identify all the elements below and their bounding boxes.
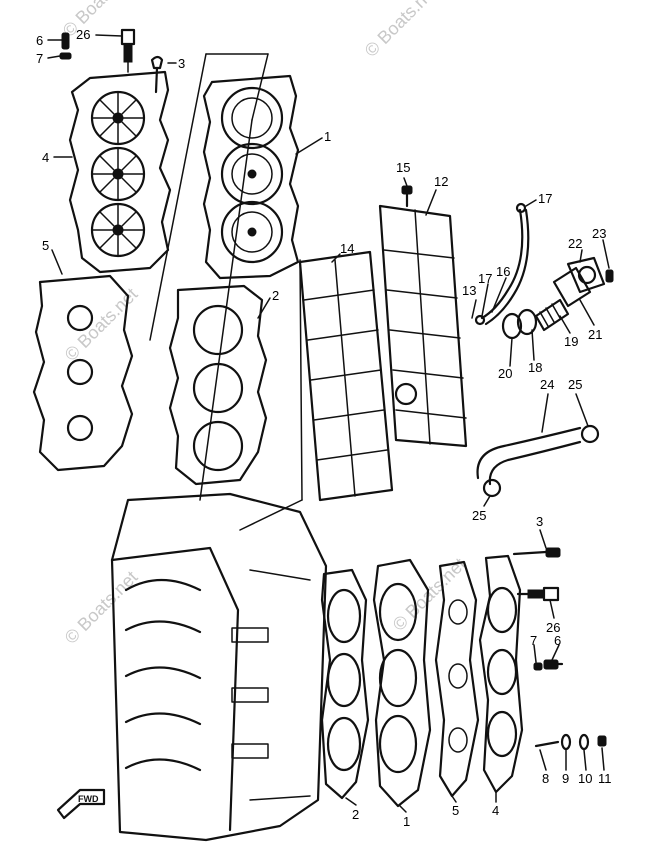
- callout-20: 20: [498, 366, 512, 381]
- callout-9: 9: [562, 771, 569, 786]
- callout-11: 11: [598, 771, 612, 786]
- top-bolts: [59, 28, 164, 94]
- reference-lines-top: [149, 53, 303, 531]
- hose-16: [474, 202, 530, 326]
- bolt-3-top: [150, 55, 164, 94]
- callout-16: 16: [496, 264, 510, 279]
- bolt-3-lower: [512, 547, 561, 558]
- callout-23: 23: [592, 226, 606, 241]
- callout-12: 12: [434, 174, 448, 189]
- callout-26-bottom: 26: [546, 620, 560, 635]
- clamp-25-upper: [580, 424, 600, 444]
- leader-lines: [47, 34, 610, 813]
- callout-22: 22: [568, 236, 582, 251]
- callout-3-bottom: 3: [536, 514, 543, 529]
- callouts: 6 26 7 3 1 4 15 12 17 5 14 22 23 2 13 17…: [36, 27, 612, 829]
- callout-19: 19: [564, 334, 578, 349]
- cylinder-block: [110, 492, 328, 842]
- callout-14: 14: [340, 241, 354, 256]
- watermark-3: © Boats.net: [61, 284, 142, 365]
- head-cover-4-lower: [478, 554, 524, 794]
- head-gasket-2: [168, 284, 268, 486]
- fwd-arrow-icon: FWD: [56, 788, 106, 820]
- callout-21: 21: [588, 327, 602, 342]
- callout-25-a: 25: [568, 377, 582, 392]
- callout-6-top: 6: [36, 33, 43, 48]
- watermarks: © Boats.net © Boats.net © Boats.net © Bo…: [59, 0, 470, 648]
- callout-17-a: 17: [538, 191, 552, 206]
- callout-26-top: 26: [76, 27, 90, 42]
- clamp-25-lower: [482, 478, 502, 498]
- gasket-5: [32, 274, 134, 472]
- callout-18: 18: [528, 360, 542, 375]
- cylinder-head-1-lower: [372, 558, 432, 808]
- bolt-15: [401, 185, 413, 208]
- callout-7-bottom: 7: [530, 633, 537, 648]
- bottom-bolts: [512, 547, 607, 751]
- callout-3-top: 3: [178, 56, 185, 71]
- callout-2-bottom: 2: [352, 807, 359, 822]
- exhaust-cover-12: [378, 204, 468, 448]
- callout-17-b: 17: [478, 271, 492, 286]
- spark-plug-26-top: [120, 28, 136, 73]
- head-gasket-2-lower: [320, 568, 370, 800]
- hose-24: [476, 424, 600, 498]
- callout-1-top: 1: [324, 129, 331, 144]
- stud-8-nut-9-10-11: [534, 733, 607, 751]
- callout-10: 10: [578, 771, 592, 786]
- cylinder-head-1: [202, 74, 300, 280]
- cylinder-head-cover-4: [68, 70, 172, 274]
- callout-1-bottom: 1: [403, 814, 410, 829]
- callout-4-top: 4: [42, 150, 49, 165]
- fwd-label: FWD: [78, 794, 99, 804]
- thermostat-assembly: [501, 256, 614, 340]
- callout-5-top: 5: [42, 238, 49, 253]
- callout-15: 15: [396, 160, 410, 175]
- watermark-5: © Boats.net: [389, 554, 470, 635]
- callout-6-bottom: 6: [554, 633, 561, 648]
- callout-4-bottom: 4: [492, 803, 499, 818]
- bolt-6-top: [61, 32, 70, 50]
- bolt-6-washer-7-lower: [533, 659, 564, 671]
- callout-7-top: 7: [36, 51, 43, 66]
- callout-25-b: 25: [472, 508, 486, 523]
- thermostat-cover-22: [566, 256, 606, 294]
- callout-2-top: 2: [272, 288, 279, 303]
- exhaust-gasket-14: [298, 250, 394, 502]
- callout-24: 24: [540, 377, 554, 392]
- gasket-5-lower: [434, 560, 480, 798]
- watermark-2: © Boats.net: [361, 0, 442, 61]
- gasket-21: [552, 266, 592, 308]
- callout-5-bottom: 5: [452, 803, 459, 818]
- bolt-23: [605, 269, 614, 283]
- callout-8: 8: [542, 771, 549, 786]
- spark-plug-26-lower: [516, 586, 560, 602]
- watermark-4: © Boats.net: [61, 567, 142, 648]
- washer-7-top: [59, 52, 72, 60]
- callout-13: 13: [462, 283, 476, 298]
